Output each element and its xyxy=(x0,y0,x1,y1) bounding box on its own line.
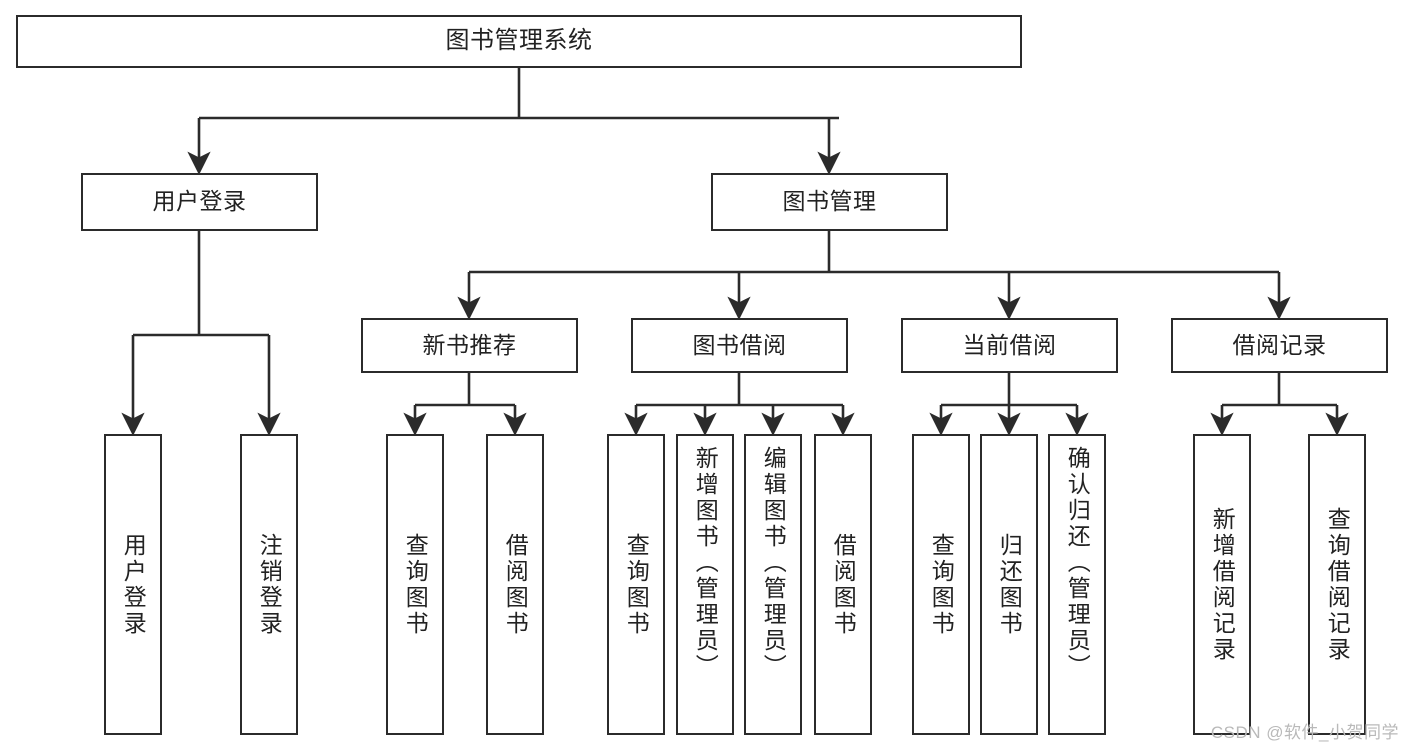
node-user-login[interactable]: 用户登录 xyxy=(81,173,318,231)
node-label: 当前借阅 xyxy=(962,331,1057,358)
node-label: 借阅图书 xyxy=(502,532,529,637)
leaf-records-add-record[interactable]: 新增借阅记录 xyxy=(1193,434,1251,735)
node-label: 查询图书 xyxy=(623,532,650,637)
node-new-book-recommendation[interactable]: 新书推荐 xyxy=(361,318,578,373)
leaf-new-book-query-books[interactable]: 查询图书 xyxy=(386,434,444,735)
node-label: 新增借阅记录 xyxy=(1209,506,1236,663)
leaf-borrow-edit-book-admin[interactable]: 编辑图书（管理员） xyxy=(744,434,802,735)
node-current-borrowing[interactable]: 当前借阅 xyxy=(901,318,1118,373)
node-label: 编辑图书（管理员） xyxy=(760,446,787,680)
node-label: 查询图书 xyxy=(928,532,955,637)
node-label: 图书管理系统 xyxy=(445,27,593,55)
node-root-book-management-system[interactable]: 图书管理系统 xyxy=(16,15,1022,68)
node-label: 用户登录 xyxy=(152,188,247,215)
node-book-borrowing[interactable]: 图书借阅 xyxy=(631,318,848,373)
node-label: 查询图书 xyxy=(402,532,429,637)
node-label: 借阅图书 xyxy=(830,532,857,637)
node-label: 新书推荐 xyxy=(422,331,517,358)
leaf-new-book-borrow-books[interactable]: 借阅图书 xyxy=(486,434,544,735)
node-label: 用户登录 xyxy=(120,532,147,637)
leaf-current-confirm-return-admin[interactable]: 确认归还（管理员） xyxy=(1048,434,1106,735)
leaf-current-query-books[interactable]: 查询图书 xyxy=(912,434,970,735)
csdn-watermark: CSDN @软件_小贺同学 xyxy=(1210,723,1399,742)
node-borrowing-records[interactable]: 借阅记录 xyxy=(1171,318,1388,373)
node-label: 图书借阅 xyxy=(692,331,787,358)
node-book-management[interactable]: 图书管理 xyxy=(711,173,948,231)
node-label: 新增图书（管理员） xyxy=(692,446,719,680)
node-label: 确认归还（管理员） xyxy=(1064,446,1091,680)
node-label: 注销登录 xyxy=(256,532,283,637)
node-label: 图书管理 xyxy=(782,188,877,215)
node-label: 借阅记录 xyxy=(1232,331,1327,358)
node-label: 查询借阅记录 xyxy=(1324,506,1351,663)
leaf-records-query-record[interactable]: 查询借阅记录 xyxy=(1308,434,1366,735)
leaf-current-return-books[interactable]: 归还图书 xyxy=(980,434,1038,735)
node-label: 归还图书 xyxy=(996,532,1023,637)
leaf-borrow-query-books[interactable]: 查询图书 xyxy=(607,434,665,735)
leaf-user-login-logout[interactable]: 注销登录 xyxy=(240,434,298,735)
leaf-user-login-login[interactable]: 用户登录 xyxy=(104,434,162,735)
leaf-borrow-borrow-books[interactable]: 借阅图书 xyxy=(814,434,872,735)
leaf-borrow-add-book-admin[interactable]: 新增图书（管理员） xyxy=(676,434,734,735)
